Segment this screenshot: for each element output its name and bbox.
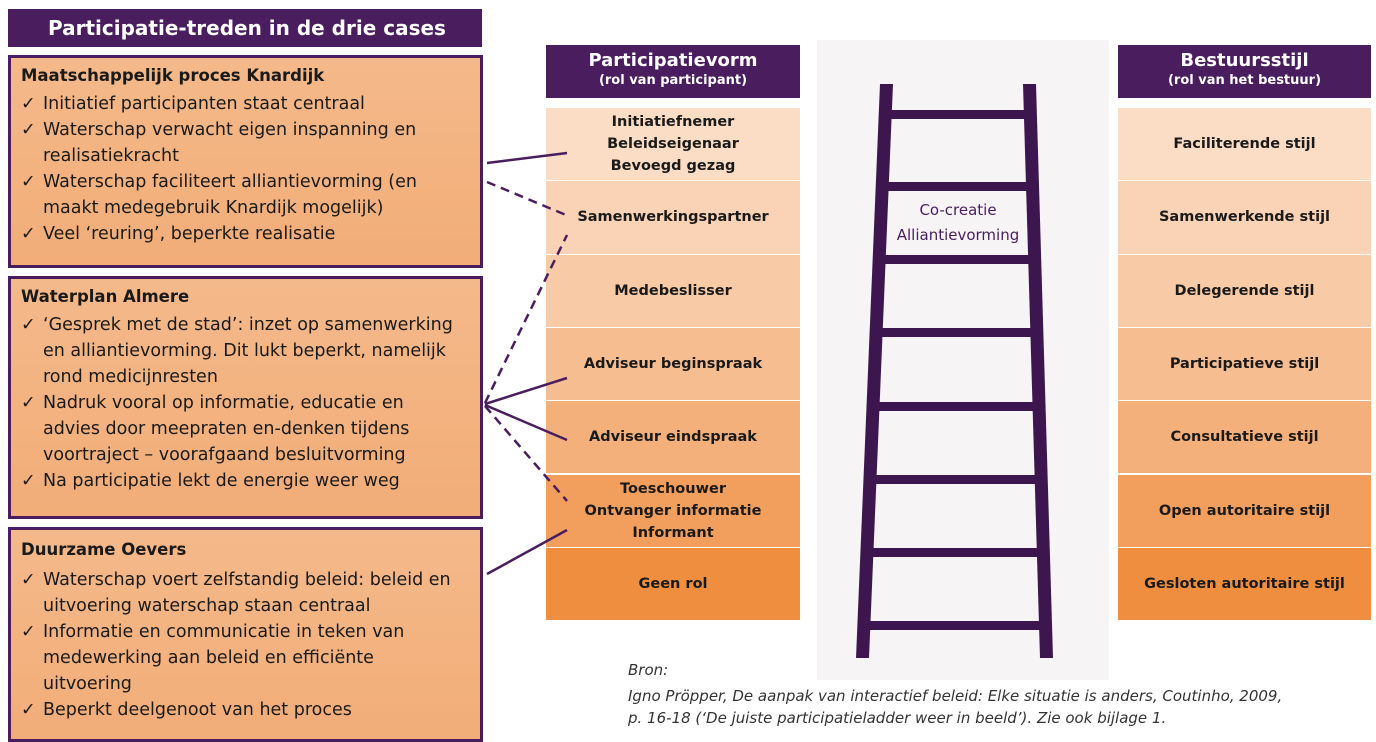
bestuursstijl-header: Bestuursstijl (rol van het bestuur) xyxy=(1118,45,1371,98)
bestuursstijl-heading: Bestuursstijl xyxy=(1180,50,1309,71)
check-icon: ✓ xyxy=(21,315,36,335)
case-bullet-item: ✓ Waterschap verwacht eigen inspanning en… xyxy=(21,117,470,169)
bestuursstijl-label: Consultatieve stijl xyxy=(1170,429,1319,446)
case-bullet-line: Initiatief participanten staat centraal xyxy=(43,94,365,114)
case-bullet-line: voortraject – voorafgaand besluitvorming xyxy=(43,445,406,465)
bestuursstijl-row: Consultatieve stijl xyxy=(1118,401,1371,474)
check-icon: ✓ xyxy=(21,224,36,244)
bestuursstijl-subheading: (rol van het bestuur) xyxy=(1167,73,1322,88)
check-icon: ✓ xyxy=(21,120,36,140)
bestuursstijl-label: Participatieve stijl xyxy=(1169,356,1320,373)
connector-almere-beginspraak xyxy=(484,376,568,406)
connector-almere-samenwerking xyxy=(483,234,569,404)
bestuursstijl-row: Delegerende stijl xyxy=(1118,254,1371,327)
case-title: Waterplan Almere xyxy=(21,287,190,306)
source-citation-line2: p. 16-18 (‘De juiste participatieladder … xyxy=(628,709,1167,727)
case-box-duurzame-oevers: Duurzame Oevers ✓ Waterschap voert zelfst… xyxy=(8,527,483,742)
participatievorm-row: Samenwerkingspartner xyxy=(546,181,800,254)
participatievorm-label: Initiatiefnemer xyxy=(611,114,735,131)
case-title: Maatschappelijk proces Knardijk xyxy=(21,66,325,85)
participatievorm-row: Adviseur beginspraak xyxy=(546,327,800,401)
case-bullet-item: ✓ Beperkt deelgenoot van het proces xyxy=(21,697,470,723)
case-bullet-line: Nadruk vooral op informatie, educatie en xyxy=(43,393,404,413)
case-bullet-line: Beperkt deelgenoot van het proces xyxy=(43,700,352,720)
participatievorm-label: Adviseur beginspraak xyxy=(583,356,763,373)
check-icon: ✓ xyxy=(21,393,36,413)
case-title: Duurzame Oevers xyxy=(21,540,187,559)
case-bullet-item: ✓ Veel ‘reuring’, beperkte realisatie xyxy=(21,221,470,247)
connector-oevers-toeschouwer xyxy=(486,528,568,576)
participatievorm-label: Bevoegd gezag xyxy=(610,158,736,175)
participatievorm-row: Geen rol xyxy=(546,547,800,621)
case-bullet-line: Waterschap verwacht eigen inspanning en xyxy=(43,120,417,140)
case-bullet-line: ‘Gesprek met de stad’: inzet op samenwer… xyxy=(43,315,453,335)
case-bullet-line: maakt medegebruik Knardijk mogelijk) xyxy=(43,198,384,218)
case-box-knardijk: Maatschappelijk proces Knardijk ✓ Initiat… xyxy=(8,55,483,268)
participatievorm-heading: Participatievorm xyxy=(588,50,758,71)
case-bullet-item: ✓ Na participatie lekt de energie weer we… xyxy=(21,468,470,494)
source-citation-line1: Igno Pröpper, De aanpak van interactief … xyxy=(628,687,1283,705)
case-bullet-line: Na participatie lekt de energie weer weg xyxy=(43,471,400,491)
ladder-label-alliantievorming: Alliantievorming xyxy=(896,226,1020,244)
case-bullet-item: ✓ Nadruk vooral op informatie, educatie e… xyxy=(21,390,470,468)
case-bullet-line: advies door meepraten en-denken tijdens xyxy=(43,419,410,439)
page-title: Participatie-treden in de drie cases xyxy=(8,9,482,47)
participatievorm-label: Adviseur eindspraak xyxy=(589,429,757,446)
check-icon: ✓ xyxy=(21,94,36,114)
bestuursstijl-label: Faciliterende stijl xyxy=(1173,136,1316,153)
case-bullet-item: ✓ Informatie en communicatie in teken van… xyxy=(21,619,470,697)
case-bullet-line: en alliantievorming. Dit lukt beperkt, n… xyxy=(43,341,446,361)
case-bullet-item: ✓ Waterschap voert zelfstandig beleid: be… xyxy=(21,567,470,619)
connector-knardijk-initiatiefnemer xyxy=(486,151,568,165)
connector-almere-toeschouwer xyxy=(484,405,568,502)
participatievorm-row: Adviseur eindspraak xyxy=(546,401,800,474)
participatievorm-label: Toeschouwer xyxy=(620,480,726,497)
participatievorm-label: Informant xyxy=(632,524,714,541)
check-icon: ✓ xyxy=(21,622,36,642)
participatievorm-label: Ontvanger informatie xyxy=(584,502,762,519)
participatievorm-label: Geen rol xyxy=(638,575,708,592)
participatievorm-subheading: (rol van participant) xyxy=(598,73,748,88)
case-bullet-line: rond medicijnresten xyxy=(43,367,218,387)
check-icon: ✓ xyxy=(21,570,36,590)
bestuursstijl-row: Faciliterende stijl xyxy=(1118,108,1371,181)
case-bullet-item: ✓ Initiatief participanten staat centraal xyxy=(21,91,470,117)
participatievorm-header: Participatievorm (rol van participant) xyxy=(546,45,800,98)
bestuursstijl-label: Gesloten autoritaire stijl xyxy=(1144,575,1345,592)
case-bullet-line: uitvoering waterschap staan centraal xyxy=(43,596,371,616)
source-label: Bron: xyxy=(628,661,669,679)
check-icon: ✓ xyxy=(21,700,36,720)
check-icon: ✓ xyxy=(21,471,36,491)
bestuursstijl-row: Participatieve stijl xyxy=(1118,327,1371,401)
participatievorm-label: Medebeslisser xyxy=(614,282,732,299)
bestuursstijl-label: Delegerende stijl xyxy=(1174,282,1315,299)
case-bullet-line: Waterschap voert zelfstandig beleid: bel… xyxy=(43,570,451,590)
bestuursstijl-row: Gesloten autoritaire stijl xyxy=(1118,547,1371,621)
case-bullet-line: medewerking aan beleid en efficiënte xyxy=(43,648,374,668)
connector-knardijk-samenwerking xyxy=(486,180,567,217)
ladder-label-co-creatie: Co-creatie xyxy=(919,201,997,219)
case-bullet-item: ✓ ‘Gesprek met de stad’: inzet op samenwe… xyxy=(21,312,470,390)
case-bullet-line: Waterschap faciliteert alliantievorming … xyxy=(43,172,417,192)
case-bullet-item: ✓ Waterschap faciliteert alliantievorming… xyxy=(21,169,470,221)
connector-almere-eindspraak xyxy=(484,403,568,442)
case-bullet-line: uitvoering xyxy=(43,674,132,694)
bestuursstijl-label: Open autoritaire stijl xyxy=(1158,502,1331,519)
participatievorm-row: Medebeslisser xyxy=(546,254,800,327)
bestuursstijl-row: Open autoritaire stijl xyxy=(1118,474,1371,547)
participatievorm-label: Samenwerkingspartner xyxy=(577,209,769,226)
case-bullet-line: Veel ‘reuring’, beperkte realisatie xyxy=(43,224,336,244)
check-icon: ✓ xyxy=(21,172,36,192)
case-bullet-line: realisatiekracht xyxy=(43,146,179,166)
case-box-almere: Waterplan Almere ✓ ‘Gesprek met de stad’:… xyxy=(8,276,483,519)
bestuursstijl-label: Samenwerkende stijl xyxy=(1158,209,1331,226)
case-bullet-line: Informatie en communicatie in teken van xyxy=(43,622,405,642)
bestuursstijl-row: Samenwerkende stijl xyxy=(1118,181,1371,254)
participatievorm-label: Beleidseigenaar xyxy=(607,136,739,153)
